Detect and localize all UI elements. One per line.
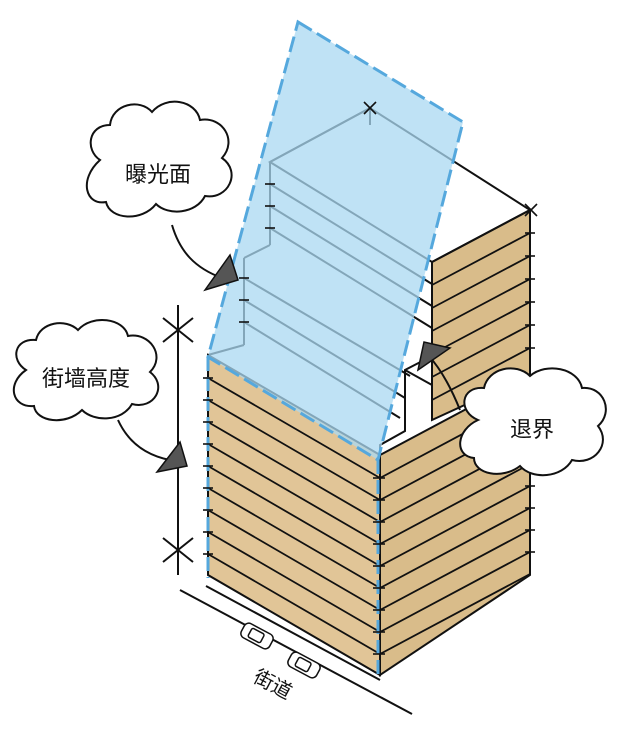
height-dimension-line [162,305,194,575]
setback-arrow [416,341,461,411]
exposure-arrow [171,224,239,292]
edge-tick-marks [203,101,538,655]
tower-side-floor-lines [431,232,531,401]
podium-front-floor-lines [207,377,381,655]
cloud-street-wall-height: 街墙高度 [12,318,160,422]
podium-vertical-edges [206,357,380,678]
height-arrow [117,419,188,474]
label-setback: 退界 [510,418,554,443]
car-icon [240,622,274,650]
label-exposure-plane: 曝光面 [125,163,191,188]
cloud-setback: 退界 [459,367,607,477]
label-street: 街道 [250,664,297,704]
cloud-exposure-plane: 曝光面 [85,100,233,218]
label-street-wall-height: 街墙高度 [42,367,130,392]
car-icon [287,651,321,679]
